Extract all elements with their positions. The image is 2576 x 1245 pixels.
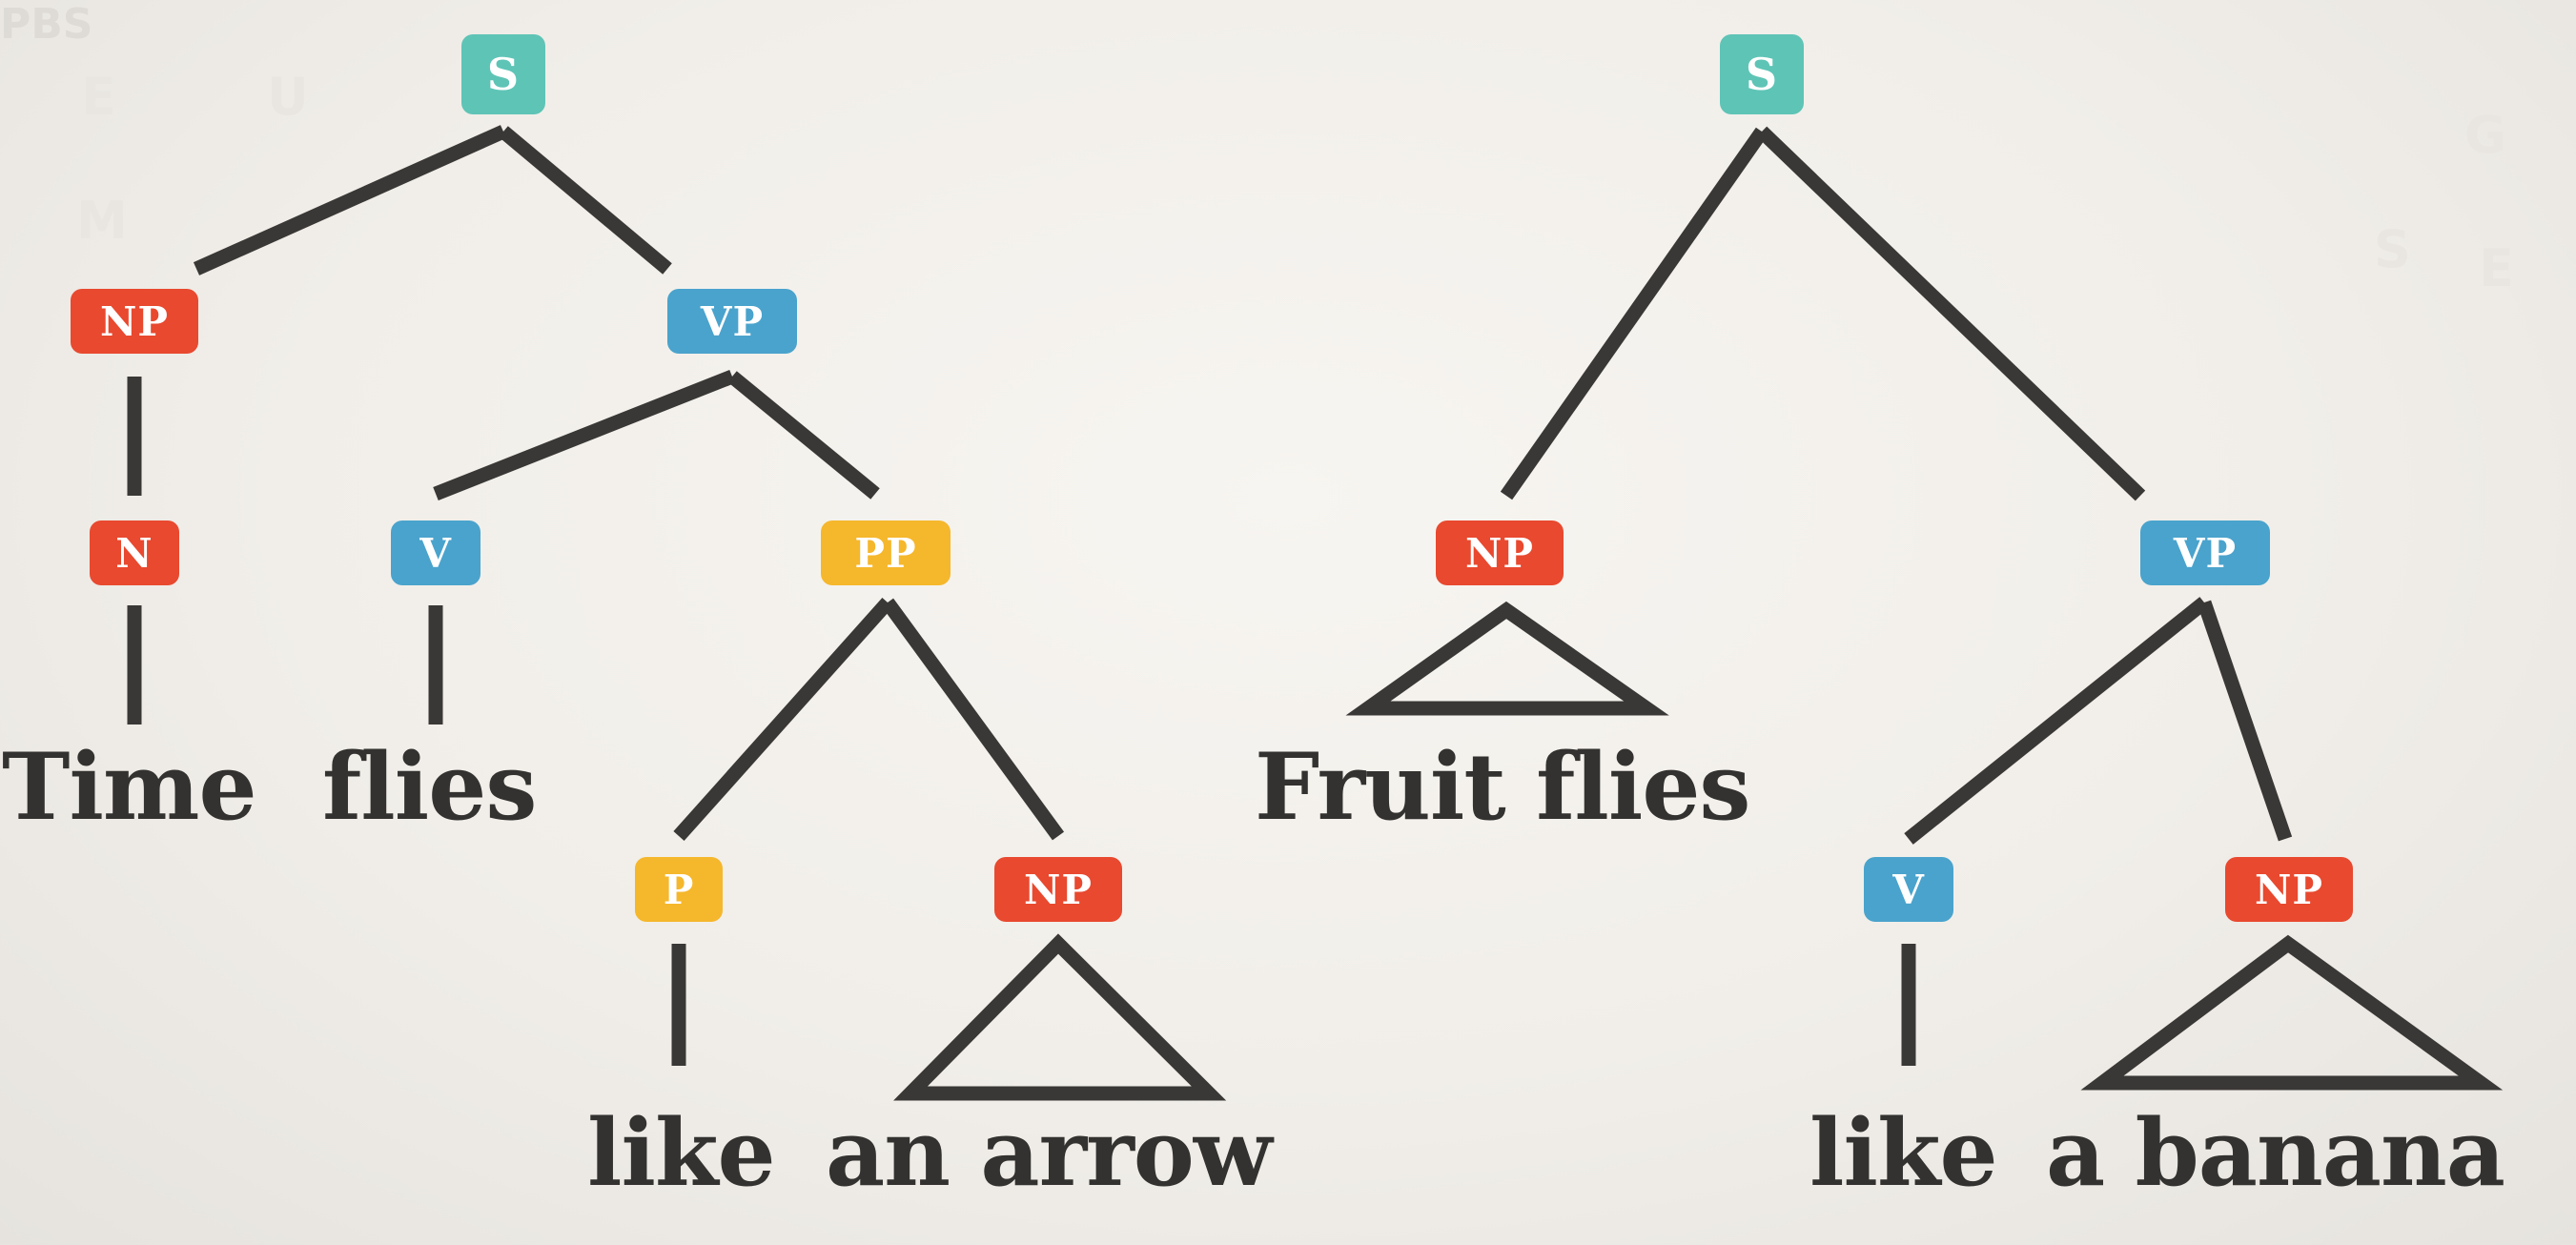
tree2-word-like: like — [1809, 1099, 1998, 1207]
edge-s-np — [1500, 127, 1768, 500]
tree2-node-np2: NP — [2225, 857, 2353, 922]
triangle-np-banana — [2080, 934, 2504, 1091]
tree1-node-s: S — [461, 34, 545, 114]
bg-letter-decoration: M — [76, 191, 128, 251]
edge-pp-p — [673, 598, 893, 841]
triangle-np-arrow — [893, 933, 1227, 1101]
tree1-node-np: NP — [71, 289, 198, 354]
tree1-node-p: P — [635, 857, 723, 922]
edge-vp-v — [433, 370, 735, 500]
triangle-np-fruit-flies — [1345, 601, 1669, 716]
tree1-word-an-arrow: an arrow — [826, 1099, 1272, 1207]
bg-letter-decoration: E — [81, 67, 116, 127]
tree1-node-np2: NP — [994, 857, 1122, 922]
tree1-node-n: N — [90, 520, 179, 585]
tree1-node-pp: PP — [821, 520, 951, 585]
edge-s-vp — [1756, 126, 2146, 501]
bg-letter-decoration: E — [2479, 238, 2514, 298]
tree1-word-time: Time — [2, 733, 257, 841]
edge-vp-np — [2197, 600, 2293, 842]
edge-s-vp — [499, 126, 672, 275]
tree2-node-vp: VP — [2140, 520, 2270, 585]
tree1-word-like: like — [587, 1099, 776, 1207]
watermark-logo: PBS — [0, 0, 93, 49]
edge-s-np — [193, 125, 507, 276]
bg-letter-decoration: U — [267, 67, 309, 127]
tree2-node-s: S — [1720, 34, 1804, 114]
bg-letter-decoration: G — [2464, 105, 2507, 165]
edge-vp-pp — [727, 371, 880, 500]
tree1-node-v: V — [391, 520, 480, 585]
tree2-word-a-banana: a banana — [2046, 1099, 2505, 1207]
bg-letter-decoration: S — [2374, 219, 2411, 279]
edge-pp-np — [881, 598, 1065, 841]
tree2-node-np: NP — [1436, 520, 1564, 585]
tree1-node-vp: VP — [667, 289, 797, 354]
tree2-node-v: V — [1864, 857, 1953, 922]
tree2-word-fruit-flies: Fruit flies — [1255, 733, 1750, 841]
tree1-word-flies: flies — [322, 733, 537, 841]
edge-vp-v — [1904, 597, 2209, 845]
